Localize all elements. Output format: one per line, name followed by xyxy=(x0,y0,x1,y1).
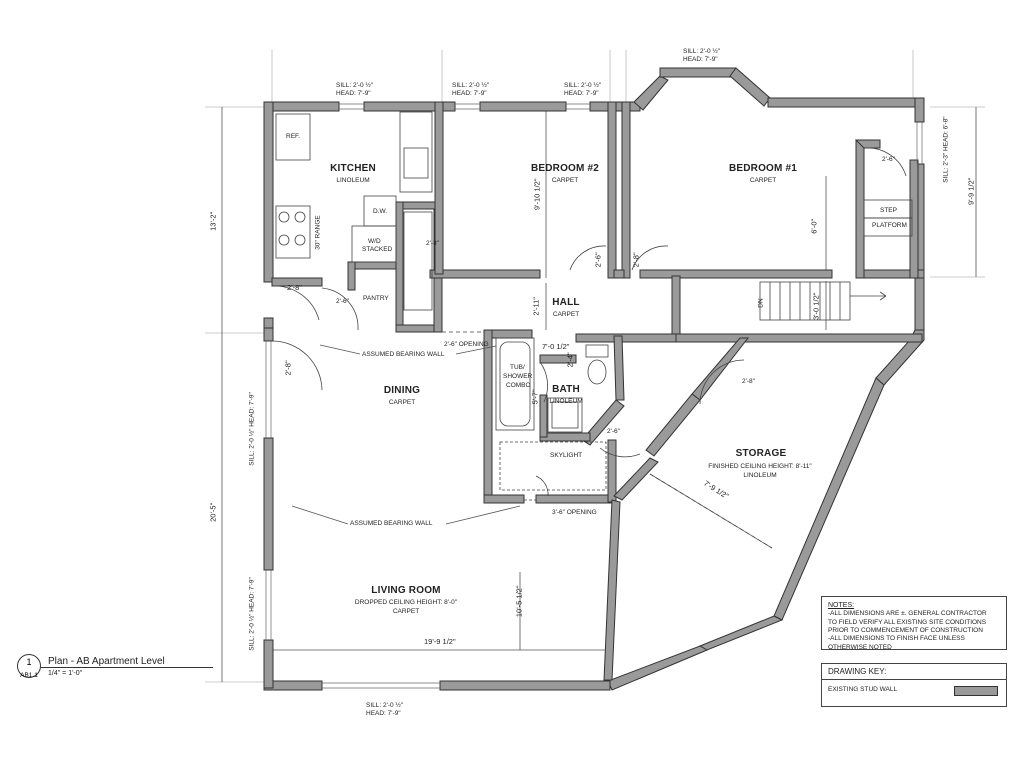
drawing-title: Plan - AB Apartment Level xyxy=(48,656,165,667)
washer-dryer-label-1: W/D xyxy=(368,238,381,245)
notes-line-2: TO FIELD VERIFY ALL EXISTING SITE CONDIT… xyxy=(828,618,987,626)
drawing-key-row: EXISTING STUD WALL xyxy=(822,680,1006,699)
dim-2-8-e: 2'-8" xyxy=(426,240,439,247)
notes-line-5: OTHERWISE NOTED xyxy=(828,643,892,651)
storage-label: STORAGE xyxy=(735,448,787,459)
title-block: 1 AB1.1 Plan - AB Apartment Level 1/4" =… xyxy=(8,654,213,688)
drawing-key-item: EXISTING STUD WALL xyxy=(828,686,898,693)
dim-9-10: 9'-10 1/2" xyxy=(532,178,542,211)
notes-box: NOTES: -ALL DIMENSIONS ARE ±. GENERAL CO… xyxy=(821,596,1007,651)
dim-2-8-c: 2'-8" xyxy=(631,252,641,268)
window8-head: HEAD: 7'-9" xyxy=(366,710,401,717)
kitchen-label: KITCHEN xyxy=(330,163,376,174)
drawing-scale: 1/4" = 1'-0" xyxy=(48,670,83,677)
bedroom1-finish: CARPET xyxy=(749,177,777,184)
dim-10-5: 10'-5 1/2" xyxy=(514,585,524,618)
dim-2-6-b: 2'-6" xyxy=(593,252,603,268)
window6-label: SILL: 2'-0 ½" HEAD: 7'-9" xyxy=(248,392,256,466)
dim-2-8-a: 2'-8" xyxy=(287,283,302,292)
drawing-key-title: DRAWING KEY: xyxy=(822,664,1006,680)
opening-note-2: 3'-6" OPENING xyxy=(552,509,597,516)
dim-2-6-d: 2'-6" xyxy=(607,428,620,435)
dim-2-8-d: 2'-8" xyxy=(742,378,755,385)
storage-finish: LINOLEUM xyxy=(743,472,777,479)
range-label: 30" RANGE xyxy=(314,215,322,250)
window4-head: HEAD: 7'-9" xyxy=(683,56,718,63)
window3-head: HEAD: 7'-9" xyxy=(564,90,599,97)
tub-label-3: COMBO xyxy=(506,382,531,389)
bearing-wall-note-2: ASSUMED BEARING WALL xyxy=(350,520,433,527)
window2-sill: SILL: 2'-0 ½" xyxy=(452,82,490,89)
notes-line-1: -ALL DIMENSIONS ARE ±. GENERAL CONTRACTO… xyxy=(828,610,987,618)
dimension-lines xyxy=(221,107,977,682)
bedroom1-label: BEDROOM #1 xyxy=(728,163,798,174)
stair-down-label: DN xyxy=(757,298,765,308)
dim-2-4: 2'-4" xyxy=(565,352,575,368)
window3-sill: SILL: 2'-0 ½" xyxy=(564,82,602,89)
drawing-number: 1 xyxy=(26,657,32,667)
dining-label: DINING xyxy=(383,385,421,396)
skylight-label: SKYLIGHT xyxy=(550,452,583,459)
dim-2-6-a: 2'-6" xyxy=(336,298,349,305)
leaders xyxy=(291,344,521,525)
dim-19-9: 19'-9 1/2" xyxy=(424,637,456,646)
dim-2-6-c: 2'-6" xyxy=(882,156,895,163)
bearing-wall-note-1: ASSUMED BEARING WALL xyxy=(362,351,445,358)
dim-2-11: 2'-11" xyxy=(531,297,541,316)
fixtures-outline xyxy=(272,111,913,549)
refrigerator-label: REF. xyxy=(286,133,301,140)
window8-sill: SILL: 2'-0 ½" xyxy=(366,702,404,709)
dim-9-9: 9'-9 1/2" xyxy=(966,177,976,206)
title-underline xyxy=(41,667,213,668)
bedroom2-label: BEDROOM #2 xyxy=(530,163,600,174)
notes-line-4: -ALL DIMENSIONS TO FINISH FACE UNLESS xyxy=(828,635,965,643)
dishwasher-label: D.W. xyxy=(373,208,388,215)
tub-label-2: SHOWER xyxy=(503,373,533,380)
window-marks xyxy=(265,103,923,689)
dim-7-0: 7'-0 1/2" xyxy=(542,342,570,351)
living-room-finish: CARPET xyxy=(392,608,420,615)
window5-label: SILL: 2'-3" HEAD: 6'-8" xyxy=(942,116,950,183)
dim-3-0: 3'-0 1/2" xyxy=(811,292,821,321)
dim-6-0: 6'-0" xyxy=(809,218,819,234)
bath-label: BATH xyxy=(552,384,580,395)
washer-dryer-label-2: STACKED xyxy=(362,246,393,253)
platform-label: PLATFORM xyxy=(872,222,907,229)
dim-2-8-b: 2'-8" xyxy=(283,360,293,376)
dim-13-2: 13'-2" xyxy=(208,211,218,231)
window4-sill: SILL: 2'-0 ½" xyxy=(683,48,721,55)
notes-line-3: PRIOR TO COMMENCEMENT OF CONSTRUCTION xyxy=(828,626,983,634)
hall-label: HALL xyxy=(552,297,580,308)
step-label: STEP xyxy=(880,207,897,214)
drawing-key: DRAWING KEY: EXISTING STUD WALL xyxy=(821,663,1007,707)
hall-finish: CARPET xyxy=(552,311,580,318)
opening-note-1: 2'-6" OPENING xyxy=(444,341,489,348)
storage-ceiling: FINISHED CEILING HEIGHT: 8'-11" xyxy=(708,463,812,470)
bath-finish: LINOLEUM xyxy=(549,398,583,405)
kitchen-finish: LINOLEUM xyxy=(336,177,370,184)
sheet-number: AB1.1 xyxy=(20,672,38,679)
window7-label: SILL: 2'-0 ½" HEAD: 7'-9" xyxy=(248,577,256,651)
window1-head: HEAD: 7'-9" xyxy=(336,90,371,97)
walls xyxy=(263,67,925,691)
tub-label-1: TUB/ xyxy=(510,364,525,371)
notes-title: NOTES: xyxy=(828,602,855,609)
window1-sill: SILL: 2'-0 ½" xyxy=(336,82,374,89)
bedroom2-finish: CARPET xyxy=(551,177,579,184)
dim-20-5: 20'-5" xyxy=(208,502,218,522)
drawing-number-bubble: 1 AB1.1 xyxy=(17,654,41,679)
living-room-label: LIVING ROOM xyxy=(371,585,441,596)
dim-5-7: 5'-7" xyxy=(530,389,540,405)
window2-head: HEAD: 7'-9" xyxy=(452,90,487,97)
stud-wall-swatch xyxy=(954,686,998,696)
living-room-ceiling: DROPPED CEILING HEIGHT: 8'-0" xyxy=(354,599,458,606)
dining-finish: CARPET xyxy=(388,399,416,406)
pantry-label: PANTRY xyxy=(363,295,389,302)
